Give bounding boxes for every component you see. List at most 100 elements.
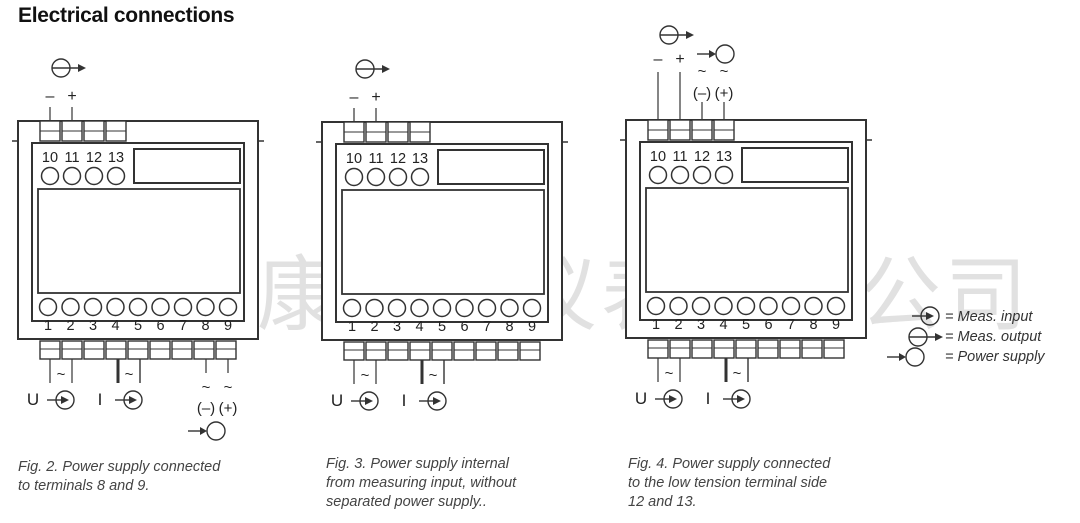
bottom-terminal-block (431, 341, 453, 361)
terminal-screw (646, 296, 666, 316)
ac-symbol: ~ (720, 63, 729, 80)
output-minus-label: – (46, 88, 55, 105)
terminal-screw (83, 297, 103, 317)
terminal-screw (500, 298, 519, 318)
terminal-label-4: 4 (111, 318, 119, 334)
bottom-terminal-block (409, 341, 431, 361)
legend-meas-input-icon (912, 306, 940, 326)
ac-symbol: ~ (125, 366, 134, 383)
output-minus-label: – (350, 89, 359, 106)
terminal-label-2: 2 (674, 317, 682, 333)
terminal-screw (648, 165, 668, 185)
voltage-input-icon (47, 390, 75, 410)
front-panel (335, 143, 549, 323)
terminal-screw (692, 165, 712, 185)
voltage-input-icon (351, 391, 379, 411)
main-display (645, 187, 849, 293)
figure-4-caption: Fig. 4. Power supply connected to the lo… (628, 456, 831, 510)
terminal-screw (366, 167, 386, 187)
small-display (741, 147, 849, 183)
terminal-screw (388, 167, 408, 187)
bottom-terminal-block (171, 340, 193, 360)
terminal-label-6: 6 (764, 317, 772, 333)
terminal-screw (670, 165, 690, 185)
bottom-terminal-block (387, 341, 409, 361)
bottom-terminal-block (83, 340, 105, 360)
terminal-label-12: 12 (694, 149, 710, 165)
bottom-terminal-block (713, 339, 735, 359)
figure-3-caption: Fig. 3. Power supply internal from measu… (326, 456, 517, 510)
power-supply-icon (188, 421, 226, 441)
terminal-label-2: 2 (66, 318, 74, 334)
supply-minus-label: (–) (197, 400, 215, 417)
terminal-screw (387, 298, 407, 318)
terminal-label-4: 4 (719, 317, 727, 333)
terminal-label-6: 6 (460, 319, 468, 335)
bottom-terminal-block (519, 341, 541, 361)
terminal-screw (477, 298, 497, 318)
ac-symbol: ~ (698, 63, 707, 80)
front-panel (31, 142, 245, 322)
terminal-screw (218, 297, 238, 317)
terminal-screw (522, 298, 542, 318)
terminal-label-10: 10 (650, 149, 666, 165)
terminal-screw (106, 166, 126, 186)
small-display (133, 148, 241, 184)
terminal-label-13: 13 (412, 151, 428, 167)
power-supply-icon (697, 44, 735, 64)
terminal-screw (736, 296, 756, 316)
terminal-label-5: 5 (134, 318, 142, 334)
ac-symbol: ~ (429, 367, 438, 384)
terminal-screw (128, 297, 148, 317)
ac-symbol: ~ (361, 367, 370, 384)
terminal-screw (759, 296, 778, 316)
current-input-icon (115, 390, 143, 410)
terminal-screw (196, 297, 215, 317)
meter-body (321, 121, 563, 341)
bottom-terminal-block (691, 339, 713, 359)
bottom-terminal-block (193, 340, 215, 360)
main-display (341, 189, 545, 295)
legend-meas-input: = Meas. input (945, 309, 1033, 325)
legend-power-supply: = Power supply (945, 349, 1045, 365)
meas-output-icon (355, 59, 390, 79)
terminal-screw (38, 297, 58, 317)
terminal-label-9: 9 (528, 319, 536, 335)
small-display (437, 149, 545, 185)
terminal-screw (804, 296, 823, 316)
ac-symbol: ~ (57, 366, 66, 383)
supply-plus-label: (+) (715, 85, 734, 102)
terminal-screw (669, 296, 688, 316)
terminal-screw (151, 297, 170, 317)
ac-symbol: ~ (733, 365, 742, 382)
meas-output-icon (659, 25, 694, 45)
terminal-screw (826, 296, 846, 316)
terminal-screw (84, 166, 104, 186)
terminal-label-1: 1 (348, 319, 356, 335)
terminal-screw (40, 166, 60, 186)
output-plus-label: + (67, 88, 76, 105)
terminal-label-9: 9 (832, 317, 840, 333)
terminal-screw (410, 167, 430, 187)
terminal-label-8: 8 (201, 318, 209, 334)
terminal-label-8: 8 (809, 317, 817, 333)
figure-2-caption: Fig. 2. Power supply connected to termin… (18, 459, 221, 494)
terminal-screw (344, 167, 364, 187)
bottom-terminal-block (669, 339, 691, 359)
output-minus-label: – (654, 51, 663, 68)
terminal-label-7: 7 (179, 318, 187, 334)
terminal-screw (410, 298, 429, 318)
terminal-label-8: 8 (505, 319, 513, 335)
terminal-label-13: 13 (108, 150, 124, 166)
terminal-label-11: 11 (368, 151, 383, 167)
terminal-label-12: 12 (86, 150, 102, 166)
bottom-terminal-block (61, 340, 83, 360)
terminal-label-5: 5 (438, 319, 446, 335)
ac-symbol: ~ (224, 379, 233, 396)
terminal-screw (106, 297, 125, 317)
terminal-label-7: 7 (787, 317, 795, 333)
terminal-screw (691, 296, 711, 316)
front-panel (639, 141, 853, 321)
